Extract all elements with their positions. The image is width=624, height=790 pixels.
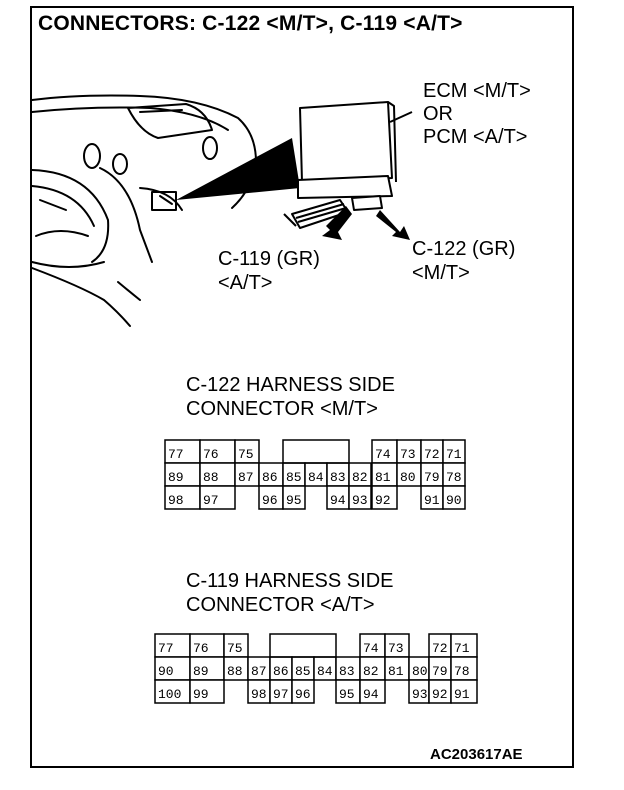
c119-pin-label: 82 xyxy=(363,664,379,679)
c119-pin-label: 79 xyxy=(432,664,448,679)
c122-pin-label: 92 xyxy=(375,493,391,508)
c119-cell xyxy=(189,679,225,704)
c119-pin-label: 72 xyxy=(432,641,448,656)
c122-pin-label: 71 xyxy=(446,447,462,462)
c122-cell xyxy=(199,485,236,510)
c122-callout-line2: <M/T> xyxy=(412,262,470,284)
c119-pin-label: 76 xyxy=(193,641,209,656)
c119-pin-label: 84 xyxy=(317,664,333,679)
c122-pin-label: 78 xyxy=(446,470,462,485)
figure-frame xyxy=(30,6,574,768)
c119-pin-label: 78 xyxy=(454,664,470,679)
c119-pin-label: 88 xyxy=(227,664,243,679)
c119-pin-label: 90 xyxy=(158,664,174,679)
c122-pin-label: 82 xyxy=(352,470,368,485)
c122-pin-label: 91 xyxy=(424,493,440,508)
c122-pin-label: 98 xyxy=(168,493,184,508)
c119-pin-label: 96 xyxy=(295,687,311,702)
c119-pin-label: 100 xyxy=(158,687,181,702)
c119-title-line1: C-119 HARNESS SIDE xyxy=(186,570,394,592)
c122-pin-label: 86 xyxy=(262,470,278,485)
c122-pin-label: 96 xyxy=(262,493,278,508)
c122-pin-label: 81 xyxy=(375,470,391,485)
c119-pin-label: 94 xyxy=(363,687,379,702)
c122-cell xyxy=(442,485,466,510)
c119-key-slot xyxy=(269,633,337,658)
c122-pin-label: 72 xyxy=(424,447,440,462)
c122-pin-label: 87 xyxy=(238,470,254,485)
c119-pin-label: 97 xyxy=(273,687,289,702)
c119-title-line2: CONNECTOR <A/T> xyxy=(186,594,375,616)
c122-title-line2: CONNECTOR <M/T> xyxy=(186,398,378,420)
c119-pin-label: 87 xyxy=(251,664,267,679)
c119-pin-label: 80 xyxy=(412,664,428,679)
ecm-label-line2: OR xyxy=(423,103,453,125)
c122-pin-label: 93 xyxy=(352,493,368,508)
c119-pin-label: 86 xyxy=(273,664,289,679)
c119-callout-line1: C-119 (GR) xyxy=(218,248,320,270)
c122-cell xyxy=(348,485,372,510)
ecm-label-line3: PCM <A/T> xyxy=(423,126,528,148)
c122-cell xyxy=(371,485,398,510)
c119-pin-label: 71 xyxy=(454,641,470,656)
c122-pin-label: 76 xyxy=(203,447,219,462)
c122-pin-label: 95 xyxy=(286,493,302,508)
c119-pin-label: 91 xyxy=(454,687,470,702)
c119-cell xyxy=(359,679,386,704)
c119-pin-label: 83 xyxy=(339,664,355,679)
c119-cell xyxy=(450,679,478,704)
c122-pin-label: 77 xyxy=(168,447,184,462)
c122-cell xyxy=(282,485,306,510)
c122-title-line1: C-122 HARNESS SIDE xyxy=(186,374,395,396)
c119-pin-label: 92 xyxy=(432,687,448,702)
c122-pin-label: 74 xyxy=(375,447,391,462)
c119-pin-label: 93 xyxy=(412,687,428,702)
c122-pin-label: 97 xyxy=(203,493,219,508)
c122-pin-label: 79 xyxy=(424,470,440,485)
c122-key-slot xyxy=(282,439,350,464)
c119-pin-label: 98 xyxy=(251,687,267,702)
figure-code: AC203617AE xyxy=(430,746,523,763)
c119-pin-label: 74 xyxy=(363,641,379,656)
c119-callout-line2: <A/T> xyxy=(218,272,273,294)
c119-pin-label: 75 xyxy=(227,641,243,656)
ecm-label-line1: ECM <M/T> xyxy=(423,80,531,102)
c119-pin-label: 99 xyxy=(193,687,209,702)
c122-pin-label: 90 xyxy=(446,493,462,508)
figure-title: CONNECTORS: C-122 <M/T>, C-119 <A/T> xyxy=(38,12,463,35)
c122-pin-label: 75 xyxy=(238,447,254,462)
c122-pin-label: 89 xyxy=(168,470,184,485)
c122-pin-label: 94 xyxy=(330,493,346,508)
c122-pin-label: 80 xyxy=(400,470,416,485)
c122-pin-label: 84 xyxy=(308,470,324,485)
c119-pin-label: 95 xyxy=(339,687,355,702)
c122-pin-label: 85 xyxy=(286,470,302,485)
c119-pin-label: 73 xyxy=(388,641,404,656)
c119-pin-label: 81 xyxy=(388,664,404,679)
c119-pin-label: 77 xyxy=(158,641,174,656)
c119-pin-label: 85 xyxy=(295,664,311,679)
c122-pin-label: 83 xyxy=(330,470,346,485)
c122-pin-label: 73 xyxy=(400,447,416,462)
c119-cell xyxy=(291,679,315,704)
c122-callout-line1: C-122 (GR) xyxy=(412,238,516,260)
c122-pin-label: 88 xyxy=(203,470,219,485)
c119-pin-label: 89 xyxy=(193,664,209,679)
